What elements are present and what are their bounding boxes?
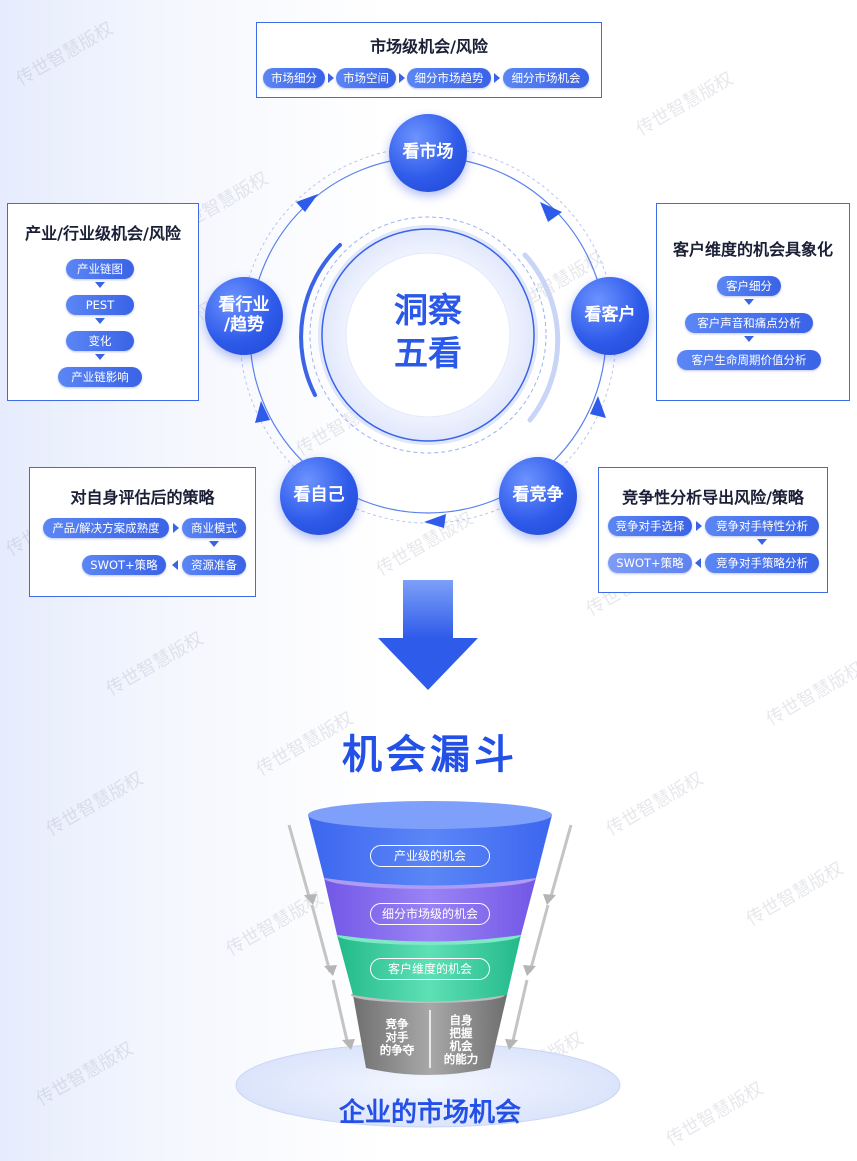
node-industry-line1: 看行业 — [218, 295, 270, 316]
watermark: 传世智慧版权 — [662, 1078, 767, 1151]
arrow-down-icon — [757, 539, 767, 545]
arrow-down-icon — [95, 318, 105, 324]
bl-step-1: 产品/解决方案成熟度 — [43, 518, 169, 538]
bl-line-3: 的争夺 — [379, 1043, 415, 1057]
bl-step-4: SWOT+策略 — [82, 555, 166, 575]
node-customer[interactable]: 看客户 — [571, 277, 649, 355]
arrow-down-icon — [744, 299, 754, 305]
left-box-title: 产业/行业级机会/风险 — [25, 224, 181, 243]
node-customer-label: 看客户 — [584, 305, 636, 326]
node-market[interactable]: 看市场 — [389, 114, 467, 192]
funnel-bottom-right-text: 自身 把握 机会 的能力 — [436, 1014, 486, 1066]
center-line1: 洞察 — [394, 291, 462, 331]
bl-step-2: 商业模式 — [182, 518, 246, 538]
br-line-4: 的能力 — [443, 1052, 479, 1066]
left-step-1: 产业链图 — [66, 259, 134, 279]
right-step-3: 客户生命周期价值分析 — [677, 350, 821, 370]
funnel-layer-3-label: 客户维度的机会 — [370, 958, 490, 980]
watermark: 传世智慧版权 — [602, 768, 707, 841]
node-competition[interactable]: 看竞争 — [499, 457, 577, 535]
arrow-right-icon — [494, 73, 500, 83]
br-line-3: 机会 — [449, 1039, 473, 1053]
top-box: 市场级机会/风险 市场细分 市场空间 细分市场趋势 细分市场机会 — [256, 22, 602, 98]
left-step-3: 变化 — [66, 331, 134, 351]
watermark: 传世智慧版权 — [742, 858, 847, 931]
bl-line-2: 对手 — [385, 1030, 409, 1044]
node-industry-line2: /趋势 — [223, 315, 265, 335]
bl-step-3: 资源准备 — [182, 555, 246, 575]
node-industry[interactable]: 看行业 /趋势 — [205, 277, 283, 355]
right-step-2: 客户声音和痛点分析 — [685, 313, 813, 333]
watermark: 传世智慧版权 — [32, 1038, 137, 1111]
bottom-left-box: 对自身评估后的策略 产品/解决方案成熟度 商业模式 资源准备 SWOT+策略 — [29, 467, 256, 597]
watermark: 传世智慧版权 — [42, 768, 147, 841]
cycle-diagram — [239, 146, 617, 690]
arrow-right-icon — [696, 521, 702, 531]
arrow-down-icon — [744, 336, 754, 342]
right-box: 客户维度的机会具象化 客户细分 客户声音和痛点分析 客户生命周期价值分析 — [656, 203, 850, 401]
funnel-layer-1-label: 产业级的机会 — [370, 845, 490, 867]
arrow-left-icon — [695, 558, 701, 568]
watermark: 传世智慧版权 — [482, 1028, 587, 1101]
right-step-1: 客户细分 — [717, 276, 781, 296]
br-line-2: 把握 — [449, 1026, 473, 1040]
watermark: 传世智慧版权 — [222, 888, 327, 961]
funnel-base-label: 企业的市场机会 — [338, 1098, 521, 1128]
top-step-2: 市场空间 — [336, 68, 396, 88]
top-step-4: 细分市场机会 — [503, 68, 589, 88]
center-title: 洞察 五看 — [368, 290, 488, 375]
left-step-2: PEST — [66, 295, 134, 315]
bl-line-1: 竞争 — [385, 1017, 409, 1031]
node-self-label: 看自己 — [293, 485, 345, 506]
bottom-right-box-title: 竞争性分析导出风险/策略 — [622, 488, 804, 507]
left-step-4: 产业链影响 — [58, 367, 142, 387]
node-competition-label: 看竞争 — [512, 485, 564, 506]
br-step-4: SWOT+策略 — [608, 553, 692, 573]
funnel-layer-2-label: 细分市场级的机会 — [370, 903, 490, 925]
arrow-right-icon — [399, 73, 405, 83]
br-step-3: 竞争对手策略分析 — [705, 553, 819, 573]
arrow-down-icon — [95, 282, 105, 288]
arrow-down-icon — [95, 354, 105, 360]
br-step-1: 竞争对手选择 — [608, 516, 692, 536]
center-line2: 五看 — [394, 333, 462, 374]
node-market-label: 看市场 — [402, 142, 454, 163]
arrow-left-icon — [172, 560, 178, 570]
arrow-down-icon — [209, 541, 219, 547]
funnel-bottom-left-text: 竞争 对手 的争夺 — [372, 1018, 422, 1057]
top-step-1: 市场细分 — [263, 68, 325, 88]
right-box-title: 客户维度的机会具象化 — [672, 240, 833, 259]
arrow-right-icon — [173, 523, 179, 533]
bottom-right-box: 竞争性分析导出风险/策略 竞争对手选择 竞争对手特性分析 竞争对手策略分析 SW… — [598, 467, 828, 593]
bottom-left-box-title: 对自身评估后的策略 — [70, 488, 215, 507]
left-box: 产业/行业级机会/风险 产业链图 PEST 变化 产业链影响 — [7, 203, 199, 401]
top-step-3: 细分市场趋势 — [407, 68, 491, 88]
top-box-title: 市场级机会/风险 — [370, 37, 488, 56]
node-self[interactable]: 看自己 — [280, 457, 358, 535]
funnel-title: 机会漏斗 — [342, 732, 518, 778]
br-step-2: 竞争对手特性分析 — [705, 516, 819, 536]
br-line-1: 自身 — [449, 1013, 473, 1027]
node-industry-label: 看行业 /趋势 — [219, 296, 270, 335]
arrow-right-icon — [328, 73, 334, 83]
